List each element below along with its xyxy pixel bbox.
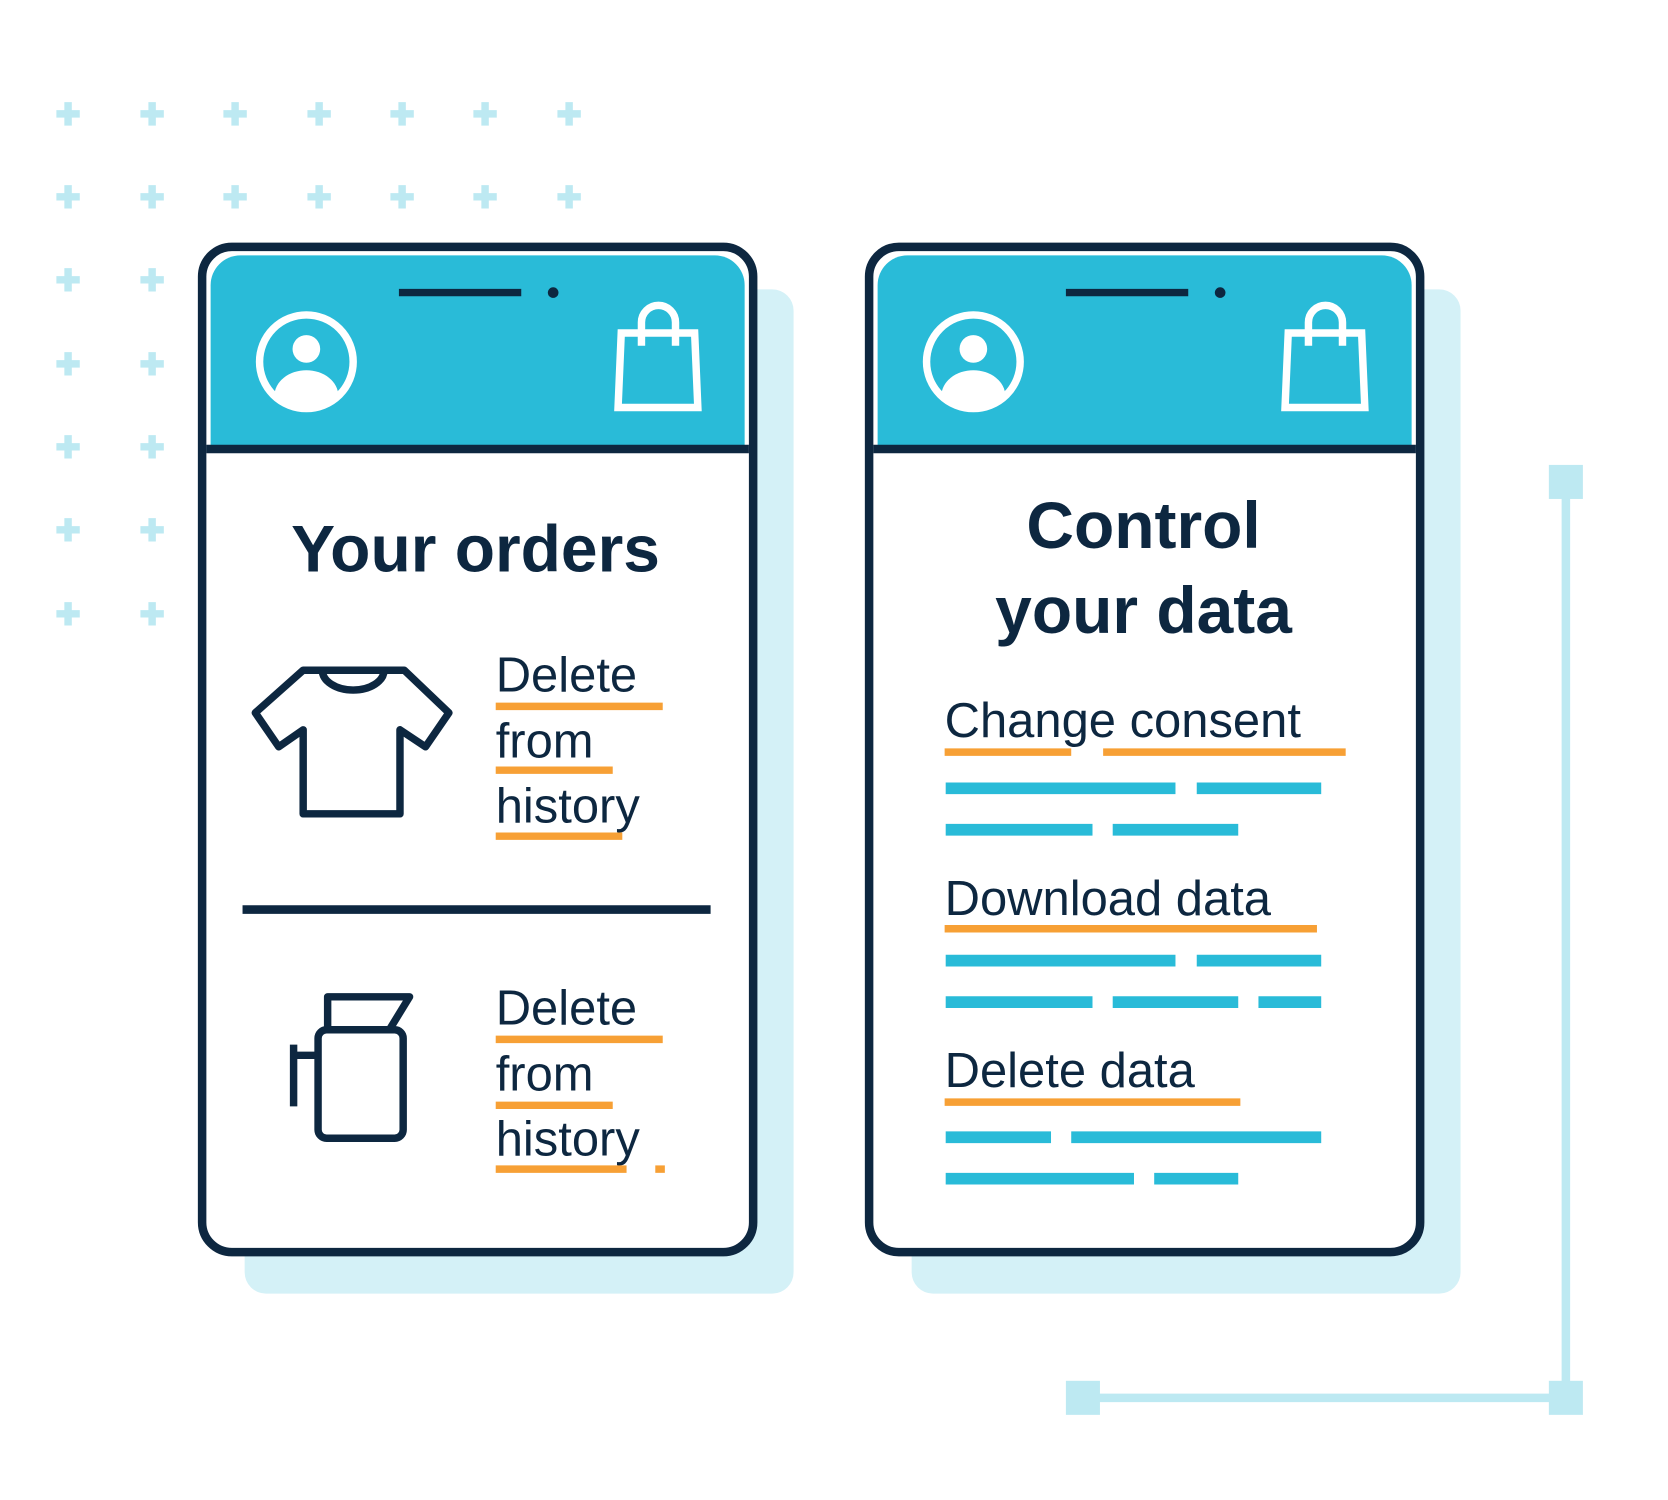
placeholder-text-lines (945, 1131, 1322, 1185)
list-item[interactable]: Delete from history (496, 981, 665, 1173)
plus-icon (56, 268, 80, 292)
plus-icon (140, 435, 164, 459)
delete-link[interactable]: history (496, 1112, 641, 1166)
plus-icon (56, 435, 80, 459)
plus-icon (56, 102, 80, 126)
delete-link[interactable]: from (496, 1047, 594, 1101)
plus-icon (557, 102, 581, 126)
plus-icon (56, 352, 80, 376)
placeholder-text-lines (945, 782, 1322, 836)
page-title: Control (1026, 488, 1260, 562)
change-consent-link[interactable]: Change consent (945, 694, 1302, 748)
plus-icon (473, 185, 497, 209)
plus-icon (56, 185, 80, 209)
delete-data-link[interactable]: Delete data (945, 1044, 1196, 1098)
list-item[interactable]: Delete from history (496, 648, 663, 840)
delete-link[interactable]: from (496, 714, 594, 768)
plus-icon (473, 102, 497, 126)
plus-icon (307, 102, 331, 126)
plus-icon (140, 518, 164, 542)
plus-icon (223, 185, 247, 209)
plus-icon (56, 602, 80, 626)
page-title: your data (995, 573, 1293, 647)
data-phone: Control your data Change consent Downloa… (864, 242, 1461, 1294)
plus-icon (557, 185, 581, 209)
delete-link[interactable]: Delete (496, 648, 637, 702)
plus-icon (140, 102, 164, 126)
plus-icon (390, 102, 414, 126)
plus-icon (390, 185, 414, 209)
plus-icon (140, 602, 164, 626)
delete-link[interactable]: Delete (496, 981, 637, 1035)
plus-icon (140, 352, 164, 376)
plus-grid-decoration (56, 102, 581, 626)
download-data-link[interactable]: Download data (945, 872, 1272, 926)
tshirt-icon (251, 666, 453, 818)
placeholder-text-lines (945, 954, 1322, 1008)
plus-icon (140, 185, 164, 209)
orders-phone: Your orders Delete from history Delete f… (197, 242, 794, 1294)
plus-icon (140, 268, 164, 292)
jug-icon (289, 993, 414, 1143)
page-title: Your orders (291, 511, 660, 585)
plus-icon (223, 102, 247, 126)
profile-icon[interactable] (922, 311, 1024, 413)
shopping-bag-icon[interactable] (614, 301, 702, 412)
plus-icon (307, 185, 331, 209)
profile-icon[interactable] (255, 311, 357, 413)
delete-link[interactable]: history (496, 779, 641, 833)
plus-icon (56, 518, 80, 542)
shopping-bag-icon[interactable] (1281, 301, 1369, 412)
connector-decoration (1065, 464, 1583, 1415)
